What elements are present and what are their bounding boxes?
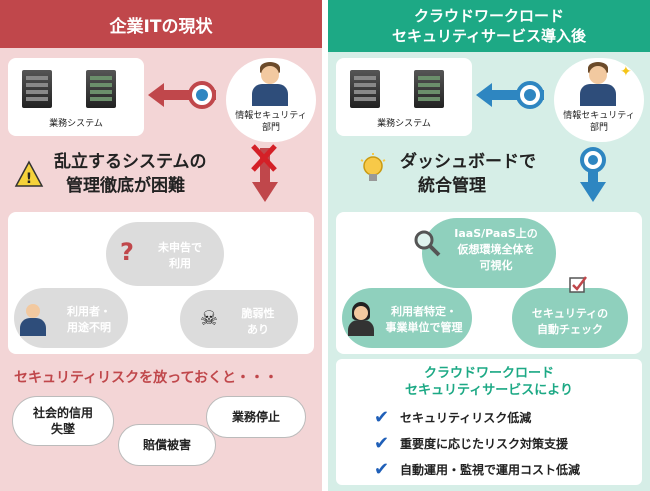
person-icon [346, 302, 376, 338]
person-icon [576, 62, 620, 106]
benefit-item: ✔ セキュリティリスク低減 [374, 407, 531, 428]
dept-label-line1: 情報セキュリティ [235, 111, 307, 121]
server-icon [350, 70, 380, 108]
cross-icon [251, 144, 278, 202]
current-state-panel: 企業ITの現状 業務システム 情報セキュリティ 部門 ! 乱立するシステムの 管… [0, 0, 322, 491]
solution-heading-line2: 統合管理 [418, 176, 486, 196]
systems-card: 業務システム [336, 58, 472, 136]
server-label: 業務システム [49, 119, 103, 129]
benefit-text: 自動運用・監視で運用コスト低減 [400, 463, 581, 477]
svg-text:!: ! [26, 171, 32, 187]
cloud-user-manage-line1: 利用者特定・ [391, 305, 457, 318]
benefits-title-line1: クラウドワークロード [423, 366, 554, 381]
bubble-damage-text: 賠償被害 [142, 438, 191, 452]
magnifier-icon [414, 230, 441, 257]
systems-card: 業務システム [8, 58, 144, 136]
after-adoption-panel: クラウドワークロード セキュリティサービス導入後 業務システム ✦ 情報セキュリ… [328, 0, 650, 491]
cloud-vulnerable [180, 290, 298, 348]
arrow-left-icon [476, 81, 544, 109]
checkbox-icon [569, 276, 587, 293]
server-icon [414, 70, 444, 108]
bubble-trust-line2: 失墜 [50, 422, 75, 436]
person-icon [18, 304, 48, 338]
warning-icon: ! [14, 160, 44, 187]
cloud-user-manage-line2: 事業単位で管理 [385, 321, 463, 334]
arrow-left-icon [148, 81, 216, 109]
benefits-box: クラウドワークロード セキュリティサービスにより ✔ セキュリティリスク低減 ✔ 重… [336, 359, 642, 485]
lightbulb-icon [360, 153, 386, 181]
skull-icon: ☠ [200, 306, 218, 330]
server-icon [86, 70, 116, 108]
cloud-vuln-line1: 脆弱性 [241, 307, 275, 320]
cloud-visual-line1: IaaS/PaaS上の [454, 227, 538, 240]
check-icon: ✔ [374, 407, 390, 428]
cloud-auto-check [512, 288, 628, 348]
benefit-text: 重要度に応じたリスク対策支援 [400, 437, 569, 451]
arrow-down-icon [580, 147, 606, 202]
bubble-social-trust: 社会的信用失墜 [12, 396, 114, 446]
after-adoption-title: クラウドワークロード セキュリティサービス導入後 [328, 0, 650, 52]
cloud-unreported-line2: 利用 [169, 257, 191, 270]
benefit-text: セキュリティリスク低減 [400, 411, 532, 425]
benefit-item: ✔ 自動運用・監視で運用コスト低減 [374, 459, 580, 480]
cloud-visual-line3: 可視化 [479, 259, 513, 272]
dept-label-line1: 情報セキュリティ [563, 111, 635, 121]
risk-title: セキュリティリスクを放っておくと・・・ [14, 370, 279, 386]
bubble-damages: 賠償被害 [118, 424, 216, 466]
cloud-unreported [106, 222, 224, 286]
cloud-check-line2: 自動チェック [537, 323, 603, 336]
after-title-line1: クラウドワークロード [413, 7, 564, 25]
cloud-visualize [422, 218, 556, 288]
benefits-title-line2: セキュリティサービスにより [405, 383, 573, 398]
cloud-vuln-line2: あり [247, 323, 269, 336]
cloud-unreported-line1: 未申告で [158, 241, 202, 254]
check-icon: ✔ [374, 459, 390, 480]
dept-label-line2: 部門 [261, 123, 280, 133]
bubble-business-stop: 業務停止 [206, 396, 306, 438]
bubble-trust-line1: 社会的信用 [32, 406, 93, 420]
cloud-check-line1: セキュリティの [531, 307, 609, 320]
problem-heading-line1: 乱立するシステムの [54, 152, 207, 172]
cloud-user-line2: 用途不明 [67, 321, 111, 334]
risk-clouds-card: 未申告で 利用 ? 利用者・ 用途不明 ☠ 脆弱性 あり [8, 212, 314, 354]
cloud-user-line1: 利用者・ [67, 305, 111, 318]
cloud-visual-line2: 仮想環境全体を [457, 243, 535, 256]
sparkle-icon: ✦ [620, 64, 632, 80]
question-icon: ? [120, 238, 134, 266]
person-icon [248, 62, 292, 106]
solution-heading-line1: ダッシュボードで [400, 152, 536, 172]
bubble-stop-text: 業務停止 [231, 410, 280, 424]
current-state-title: 企業ITの現状 [0, 0, 322, 48]
solution-clouds-card: IaaS/PaaS上の 仮想環境全体を 可視化 利用者特定・ 事業単位で管理 セ… [336, 212, 642, 354]
dept-label-line2: 部門 [589, 123, 608, 133]
check-icon: ✔ [374, 433, 390, 454]
benefit-item: ✔ 重要度に応じたリスク対策支援 [374, 433, 568, 454]
current-state-title-text: 企業ITの現状 [109, 16, 213, 37]
panel-divider [322, 0, 328, 491]
problem-heading-line2: 管理徹底が困難 [66, 176, 185, 196]
server-icon [22, 70, 52, 108]
security-dept-card: ✦ 情報セキュリティ 部門 [554, 58, 644, 142]
after-title-line2: セキュリティサービス導入後 [391, 27, 587, 45]
server-label: 業務システム [377, 119, 431, 129]
security-dept-card: 情報セキュリティ 部門 [226, 58, 316, 142]
